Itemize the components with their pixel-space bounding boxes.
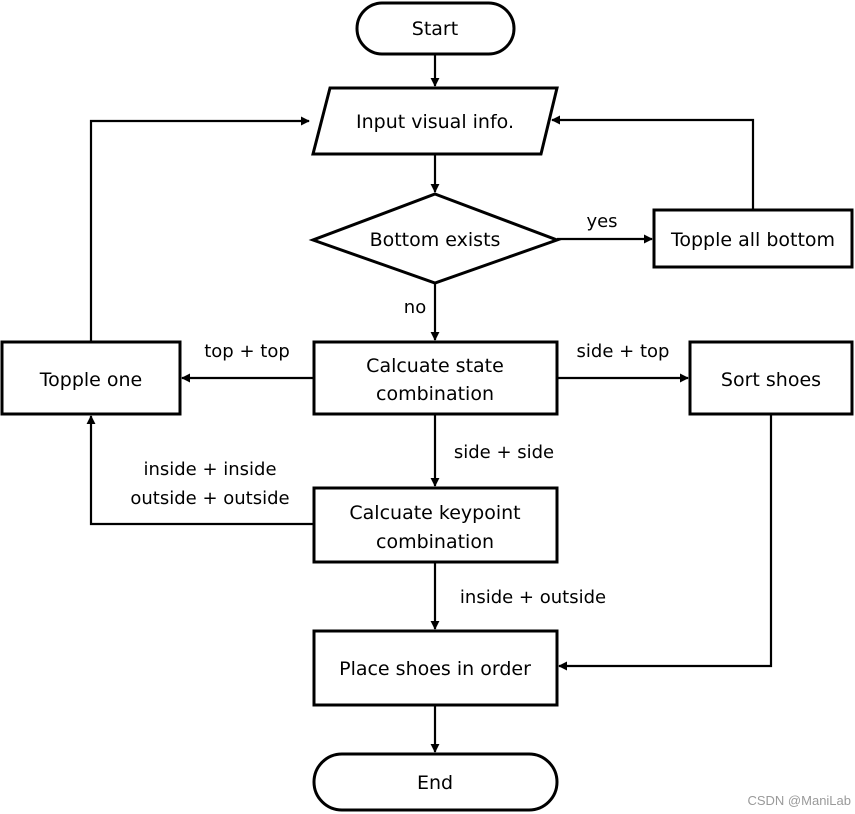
start-node: Start — [355, 1, 516, 56]
edge-label-side-top: side + top — [577, 341, 670, 362]
end-label: End — [417, 772, 453, 794]
bottom-exists-label: Bottom exists — [370, 229, 501, 251]
place-shoes-label: Place shoes in order — [339, 658, 531, 680]
edge-topple-all-back-to-input — [551, 115, 755, 209]
sort-shoes-label: Sort shoes — [721, 369, 821, 391]
edge-label-inside-outside: inside + outside — [460, 587, 606, 608]
topple-one-label: Topple one — [39, 369, 143, 391]
edge-label-top-top: top + top — [204, 341, 290, 362]
topple-all-bottom-label: Topple all bottom — [670, 229, 835, 251]
edge-label-no: no — [404, 297, 426, 318]
edge-label-inside-inside: inside + inside — [143, 459, 276, 480]
state-combination-label-line2: combination — [376, 383, 494, 405]
keypoint-combination-node: Calcuate keypoint combination — [312, 486, 559, 564]
sort-shoes-node: Sort shoes — [688, 340, 854, 416]
end-node: End — [312, 752, 559, 812]
edge-topple-one-back-to-input — [89, 116, 310, 341]
edge-keypoint-to-topple-one — [86, 415, 313, 526]
topple-one-node: Topple one — [0, 340, 182, 416]
edge-sort-shoes-to-place — [558, 415, 773, 671]
start-label: Start — [412, 18, 458, 40]
state-combination-node: Calcuate state combination — [312, 340, 559, 416]
topple-all-bottom-node: Topple all bottom — [652, 208, 854, 269]
input-label: Input visual info. — [356, 111, 514, 133]
watermark: CSDN @ManiLab — [747, 793, 851, 808]
keypoint-combination-label-line2: combination — [376, 531, 494, 553]
place-shoes-node: Place shoes in order — [312, 629, 559, 707]
state-combination-label-line1: Calcuate state — [366, 355, 504, 377]
edge-label-side-side: side + side — [454, 442, 554, 463]
edge-label-yes: yes — [586, 211, 617, 232]
edge-label-outside-outside: outside + outside — [130, 488, 289, 509]
keypoint-combination-label-line1: Calcuate keypoint — [349, 502, 520, 524]
input-node: Input visual info. — [311, 86, 559, 156]
bottom-exists-decision: Bottom exists — [308, 192, 562, 285]
